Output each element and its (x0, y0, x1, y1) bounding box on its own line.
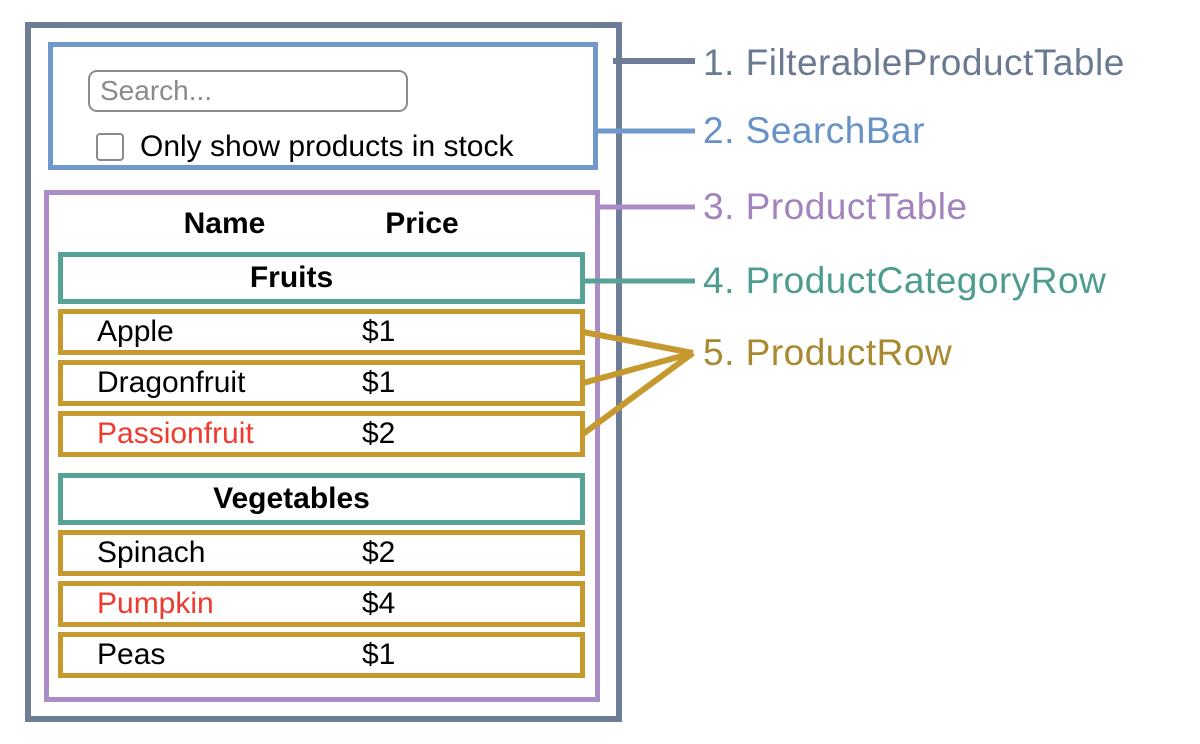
product-price: $1 (362, 315, 396, 348)
product-name: Pumpkin (97, 587, 214, 620)
legend-item: 4. ProductCategoryRow (703, 260, 1107, 301)
legend-item: 2. SearchBar (703, 110, 925, 151)
product-row: Peas $1 (58, 632, 585, 678)
product-name: Dragonfruit (97, 366, 246, 399)
filterable-product-table-box: Only show products in stock Name Price F… (25, 22, 622, 722)
product-row: Dragonfruit $1 (58, 360, 585, 406)
legend-item: 3. ProductTable (703, 186, 968, 227)
table-header-row: Name Price (58, 195, 585, 252)
product-row: Pumpkin $4 (58, 581, 585, 627)
product-name: Apple (97, 315, 174, 348)
name-column-header: Name (183, 206, 266, 240)
product-row: Spinach $2 (58, 530, 585, 576)
category-row: Fruits (58, 252, 585, 304)
product-name: Peas (97, 638, 166, 671)
search-bar-box: Only show products in stock (48, 42, 598, 170)
legend-item: 1. FilterableProductTable (703, 42, 1125, 83)
in-stock-label: Only show products in stock (140, 130, 514, 163)
in-stock-checkbox[interactable] (96, 133, 124, 161)
product-price: $1 (362, 366, 396, 399)
product-price: $1 (362, 638, 396, 671)
product-row: Apple $1 (58, 309, 585, 355)
stock-filter-row: Only show products in stock (96, 130, 514, 164)
category-label: Fruits (249, 261, 334, 294)
category-row: Vegetables (58, 473, 585, 525)
category-label: Vegetables (213, 482, 370, 515)
product-name: Passionfruit (97, 417, 254, 450)
search-input[interactable] (88, 70, 408, 112)
legend-item: 5. ProductRow (703, 332, 953, 373)
product-name: Spinach (97, 536, 206, 569)
product-price: $2 (362, 536, 396, 569)
product-row: Passionfruit $2 (58, 411, 585, 457)
product-price: $4 (362, 587, 396, 620)
product-price: $2 (362, 417, 396, 450)
price-column-header: Price (385, 206, 459, 240)
